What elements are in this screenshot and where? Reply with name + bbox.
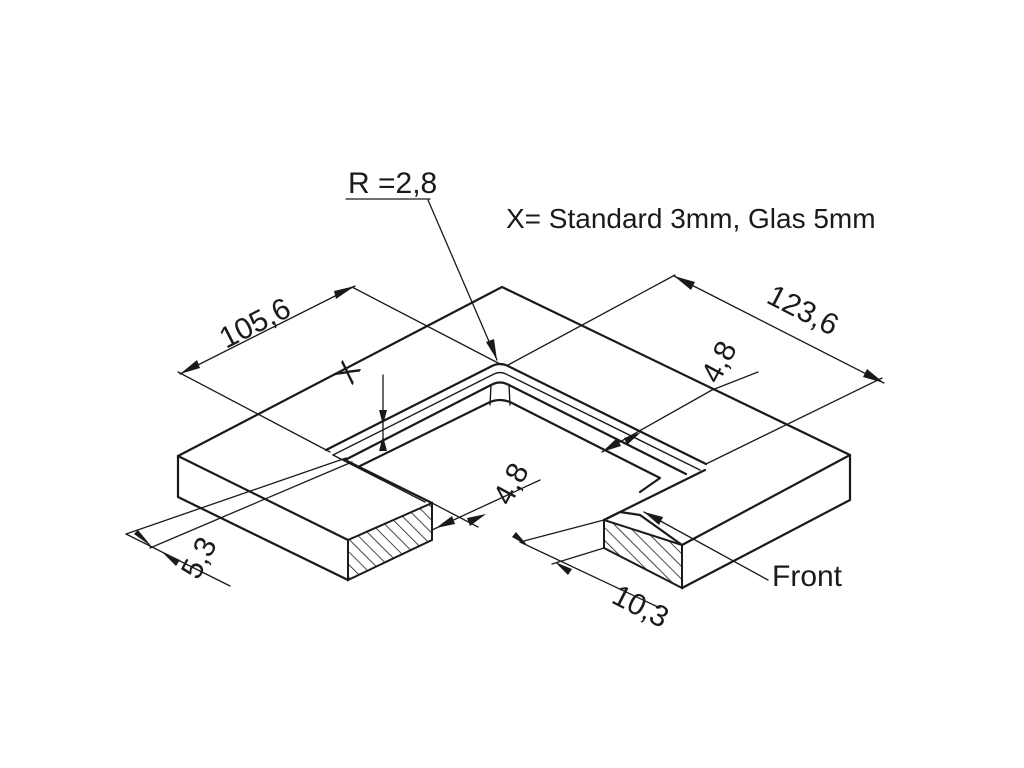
arrow-105-6-a — [180, 360, 200, 374]
ext-line-left-a — [177, 371, 331, 453]
depth-x-indicator — [379, 374, 387, 451]
radius-leader-line — [427, 199, 498, 361]
groove-left-wall-2 — [332, 454, 426, 503]
dimension-5-3 — [125, 457, 353, 587]
center-4-8-arrow-b — [467, 514, 486, 526]
height-dim-line — [519, 541, 661, 609]
front-leader-line — [643, 511, 769, 581]
ext-line-left-b — [351, 286, 503, 366]
profile-body — [176, 285, 852, 590]
profile-front-left-top — [176, 454, 350, 542]
front-arrow — [644, 512, 663, 525]
arrow-105-6-b — [334, 286, 355, 299]
height-arrow-b — [555, 562, 572, 575]
thickness-arrow-b — [162, 552, 180, 566]
thickness-left-label: 5,3 — [175, 532, 224, 584]
right-4-8-arrow-a — [602, 438, 621, 452]
height-front-label: 10,3 — [607, 579, 674, 635]
length-right-label: 123,6 — [762, 279, 844, 342]
standard-note: X= Standard 3mm, Glas 5mm — [506, 203, 876, 234]
dimension-123-6 — [507, 274, 885, 465]
right-arm-right-face — [680, 453, 852, 590]
arrow-123-6-b — [863, 369, 884, 383]
radius-arrow — [486, 339, 497, 360]
thickness-ext-a — [125, 457, 347, 535]
dim-line-105-6 — [179, 285, 356, 375]
groove-left-wall — [343, 458, 434, 505]
dimension-10-3 — [512, 519, 661, 609]
length-left-label: 105,6 — [214, 292, 296, 355]
front-leader — [643, 511, 769, 581]
ext-line-right-a — [507, 274, 676, 366]
thickness-arrow-a — [134, 530, 152, 547]
groove-floor-edge — [358, 398, 662, 494]
front-label: Front — [772, 560, 843, 593]
center-4-8-arrow-a — [436, 516, 455, 528]
dimension-105-6 — [177, 285, 503, 453]
ext-line-right-b — [705, 377, 883, 465]
thickness-ext-b — [149, 461, 353, 549]
groove-outer-edge-2 — [332, 371, 701, 471]
right-cut-face — [603, 518, 683, 590]
left-arm-front-face — [176, 454, 350, 582]
depth-x-arrow-up — [379, 436, 387, 451]
height-arrow-a — [512, 532, 528, 546]
height-ext-b — [551, 547, 605, 565]
right-arm-slot-edge — [602, 510, 684, 547]
height-ext-a — [519, 519, 605, 543]
profile-top-outline — [176, 285, 852, 547]
right-4-8-leader — [601, 389, 713, 453]
right-4-8-underline — [711, 371, 759, 391]
right-4-8-arrow-b — [624, 432, 641, 445]
radius-label: R =2,8 — [348, 167, 437, 200]
depth-x-arrow-down — [379, 410, 387, 425]
inner-width-center-label: 4,8 — [487, 458, 536, 510]
dimension-center-4-8 — [431, 479, 541, 531]
dimension-right-4-8 — [601, 371, 759, 453]
dim-line-123-6 — [673, 275, 885, 384]
arrow-123-6-a — [674, 276, 695, 290]
center-4-8-ext — [431, 502, 479, 528]
left-cut-face — [347, 501, 433, 582]
groove-wall-corner — [489, 384, 511, 406]
radius-leader — [345, 198, 498, 361]
